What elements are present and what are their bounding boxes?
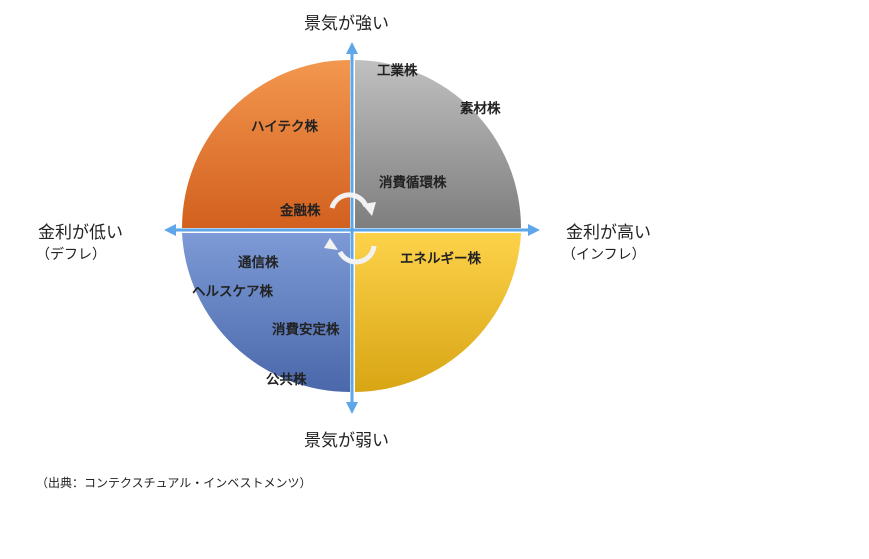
axis-arrows <box>164 42 540 414</box>
axis-sublabel-left: （デフレ） <box>36 247 106 263</box>
sector-label: 消費循環株 <box>379 175 447 191</box>
source-caption: （出典：コンテクスチュアル・インベストメンツ） <box>36 476 312 490</box>
sector-label: 素材株 <box>460 101 501 117</box>
axis-sublabel-right: （インフレ） <box>562 247 646 263</box>
sector-label: 公共株 <box>266 372 307 388</box>
axis-label-bottom: 景気が弱い <box>304 431 389 451</box>
sector-label: 工業株 <box>377 63 418 79</box>
quadrant-top-left <box>182 60 350 228</box>
sector-label: エネルギー株 <box>400 251 481 267</box>
sector-label: 通信株 <box>238 255 279 271</box>
quadrant-bottom-right <box>355 233 521 392</box>
cycle-arrow-icon <box>329 192 377 265</box>
sector-label: 金融株 <box>280 203 321 219</box>
axis-label-left: 金利が低い <box>38 223 123 243</box>
quadrant-top-right <box>355 60 521 228</box>
cycle-arrowhead-icon <box>362 202 376 216</box>
axis-label-top: 景気が強い <box>304 14 389 34</box>
quadrant-bottom-left <box>182 233 350 393</box>
cycle-arrowhead-icon <box>324 238 338 250</box>
sector-label: ヘルスケア株 <box>192 284 273 300</box>
sector-label: 消費安定株 <box>272 322 340 338</box>
sector-label: ハイテク株 <box>251 119 318 135</box>
axis-label-right: 金利が高い <box>566 223 651 243</box>
